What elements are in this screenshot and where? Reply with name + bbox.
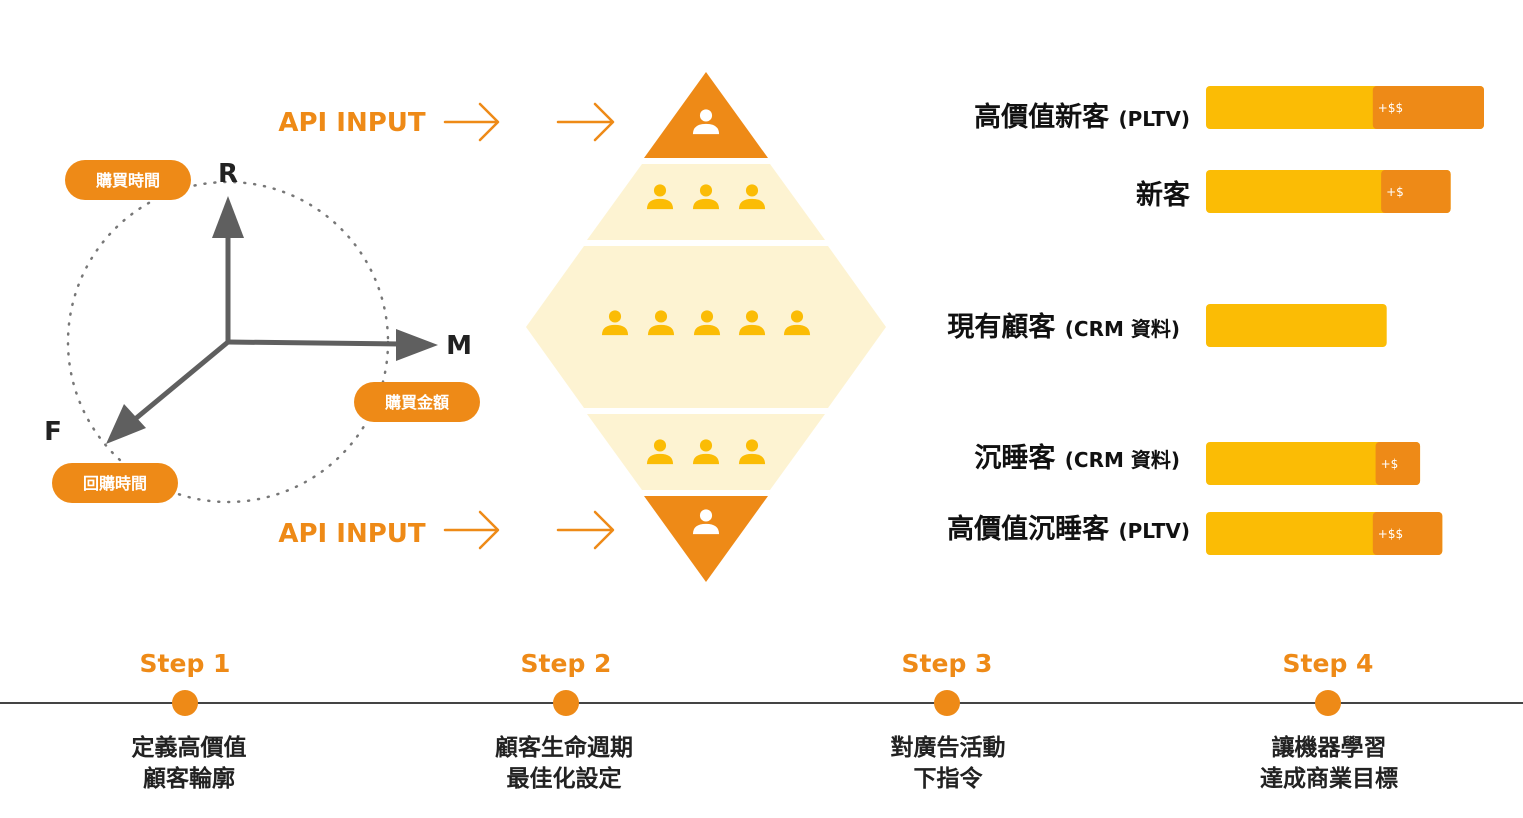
- segment-bar-tag: +$$: [1378, 527, 1403, 541]
- segment-bar-extra: [1372, 86, 1484, 129]
- step-desc-line2: 下指令: [914, 765, 984, 792]
- step-title: Step 1: [140, 649, 231, 678]
- segment-sub: (CRM 資料): [1065, 317, 1180, 341]
- step-desc-line1: 定義高價值: [132, 734, 247, 761]
- segment-row: 高價值沉睡客 (PLTV) +$$: [947, 512, 1443, 555]
- api-input-top: API INPUT: [278, 102, 615, 142]
- api-input-bottom-label: API INPUT: [278, 519, 426, 549]
- svg-text:現有顧客 (CRM 資料): 現有顧客 (CRM 資料): [947, 311, 1180, 343]
- api-input-bottom: API INPUT: [278, 510, 615, 550]
- pill-repurchase-time: 回購時間: [52, 463, 178, 503]
- r-axis-arrowhead-icon: [212, 196, 244, 238]
- step-dot: [553, 690, 579, 716]
- m-axis-arrowhead-icon: [396, 329, 438, 361]
- f-axis-arrowhead-icon: [106, 404, 146, 444]
- step-4: Step 4 讓機器學習 達成商業目標: [1260, 649, 1398, 792]
- step-dot: [172, 690, 198, 716]
- pill-purchase-time: 購買時間: [65, 160, 191, 200]
- segment-sub: (PLTV): [1119, 107, 1191, 131]
- step-desc-line1: 顧客生命週期: [495, 734, 633, 761]
- segment-bar-extra: [1372, 512, 1443, 555]
- arrow-right-icon: [443, 510, 500, 550]
- step-desc-line1: 對廣告活動: [891, 734, 1006, 761]
- arrow-right-icon: [443, 102, 500, 142]
- segment-row: 現有顧客 (CRM 資料): [947, 304, 1387, 347]
- segment-bar-extra: [1375, 442, 1421, 485]
- pill-purchase-amount: 購買金額: [354, 382, 480, 422]
- segment-row: 新客 +$: [1136, 170, 1451, 213]
- axis-label-m: M: [446, 331, 472, 361]
- segment-bar-tag: +$: [1386, 185, 1404, 199]
- step-2: Step 2 顧客生命週期 最佳化設定: [495, 649, 633, 792]
- step-desc-line2: 達成商業目標: [1260, 765, 1398, 792]
- step-desc-line2: 顧客輪廓: [143, 765, 235, 792]
- arrow-right-icon: [556, 102, 615, 142]
- segment-list: 高價值新客 (PLTV) +$$ 新客 +$ 現有顧客 (CRM 資料) 沉睡客…: [947, 86, 1484, 555]
- segment-sub: (PLTV): [1119, 519, 1191, 543]
- diamond-bottom-tier: [644, 496, 768, 582]
- steps-timeline: Step 1 定義高價值 顧客輪廓 Step 2 顧客生命週期 最佳化設定 St…: [0, 649, 1523, 792]
- svg-text:高價值新客 (PLTV): 高價值新客 (PLTV): [974, 101, 1190, 133]
- step-desc-line2: 最佳化設定: [507, 765, 622, 792]
- diamond-lower-tier: [587, 414, 825, 490]
- step-title: Step 4: [1283, 649, 1374, 678]
- step-desc-line1: 讓機器學習: [1272, 734, 1387, 761]
- m-axis-line: [227, 339, 401, 347]
- segment-sub: (CRM 資料): [1065, 448, 1180, 472]
- arrow-right-icon: [556, 510, 615, 550]
- segment-row: 高價值新客 (PLTV) +$$: [974, 86, 1484, 133]
- axis-label-r: R: [218, 159, 238, 189]
- segment-label: 新客: [1136, 179, 1191, 211]
- segment-label: 現有顧客: [947, 311, 1056, 343]
- step-title: Step 3: [902, 649, 993, 678]
- lifecycle-diamond: [526, 72, 886, 582]
- pill-purchase-time-label: 購買時間: [95, 171, 160, 190]
- segment-label: 沉睡客: [974, 442, 1056, 474]
- step-1: Step 1 定義高價值 顧客輪廓: [132, 649, 247, 792]
- segment-row: 沉睡客 (CRM 資料) +$: [974, 442, 1421, 485]
- rfm-section: R M F 購買時間 購買金額 回購時間: [44, 159, 480, 504]
- segment-bar-tag: +$: [1381, 457, 1399, 471]
- segment-bar-extra: [1381, 170, 1451, 213]
- pill-repurchase-time-label: 回購時間: [83, 474, 147, 493]
- svg-text:沉睡客 (CRM 資料): 沉睡客 (CRM 資料): [974, 442, 1180, 474]
- step-dot: [1315, 690, 1341, 716]
- step-title: Step 2: [521, 649, 612, 678]
- segment-label: 高價值沉睡客: [947, 513, 1110, 545]
- svg-text:高價值沉睡客 (PLTV): 高價值沉睡客 (PLTV): [947, 513, 1190, 545]
- step-dot: [934, 690, 960, 716]
- axis-label-f: F: [44, 417, 62, 447]
- segment-bar: [1206, 304, 1387, 347]
- f-axis-line: [132, 340, 230, 422]
- segment-bar: [1206, 442, 1421, 485]
- step-3: Step 3 對廣告活動 下指令: [891, 649, 1006, 792]
- svg-text:新客: 新客: [1136, 179, 1191, 211]
- pill-purchase-amount-label: 購買金額: [384, 393, 449, 412]
- segment-label: 高價值新客: [974, 101, 1110, 133]
- segment-bar-tag: +$$: [1378, 101, 1403, 115]
- api-input-top-label: API INPUT: [278, 108, 426, 138]
